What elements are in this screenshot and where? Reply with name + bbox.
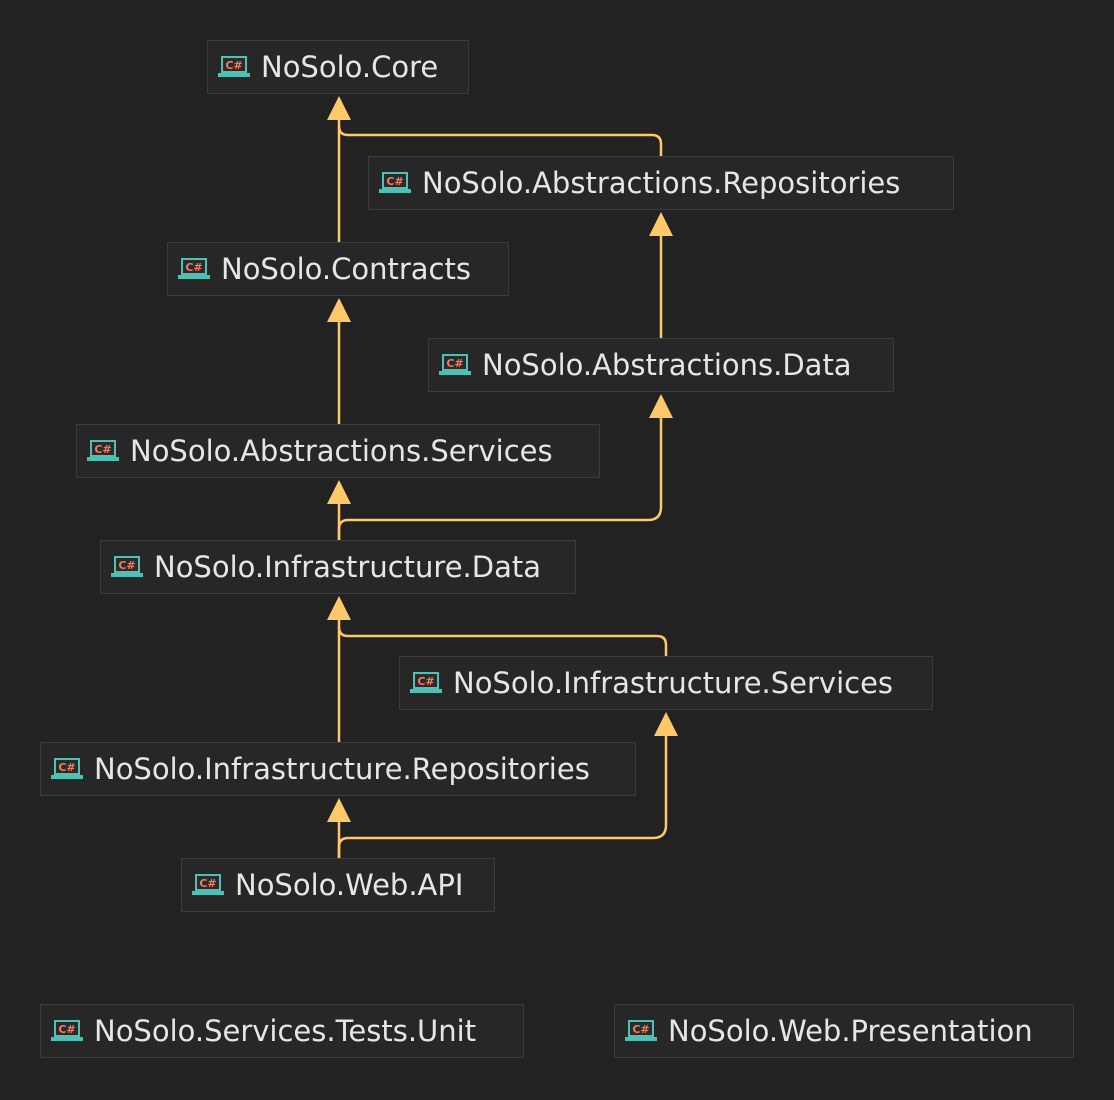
- csharp-project-icon: C#: [192, 874, 224, 895]
- edge-arrowhead: [327, 96, 351, 120]
- node-label: NoSolo.Contracts: [221, 251, 471, 286]
- edge-abstractions-repositories-to-core: [337, 125, 663, 156]
- svg-text:C#: C#: [386, 175, 403, 188]
- node-web-api[interactable]: C# NoSolo.Web.API: [181, 858, 495, 912]
- node-label: NoSolo.Abstractions.Services: [130, 433, 553, 468]
- edge-infrastructure-services-to-infrastructure-data: [337, 626, 668, 656]
- node-label: NoSolo.Infrastructure.Repositories: [94, 751, 590, 786]
- node-infrastructure-data[interactable]: C# NoSolo.Infrastructure.Data: [100, 540, 576, 594]
- edge-web-api-to-infrastructure-services: [337, 736, 668, 858]
- csharp-project-icon: C#: [51, 1020, 83, 1041]
- node-label: NoSolo.Web.Presentation: [668, 1013, 1033, 1048]
- edge-arrowhead: [327, 798, 351, 822]
- edge-arrowhead: [327, 596, 351, 620]
- node-label: NoSolo.Web.API: [235, 867, 464, 902]
- svg-text:C#: C#: [199, 877, 216, 890]
- node-abstractions-data[interactable]: C# NoSolo.Abstractions.Data: [428, 338, 894, 392]
- node-label: NoSolo.Core: [261, 49, 439, 84]
- edge-arrowhead: [327, 480, 351, 504]
- csharp-project-icon: C#: [410, 672, 442, 693]
- csharp-project-icon: C#: [111, 556, 143, 577]
- node-abstractions-services[interactable]: C# NoSolo.Abstractions.Services: [76, 424, 600, 478]
- node-label: NoSolo.Abstractions.Repositories: [422, 165, 901, 200]
- csharp-project-icon: C#: [178, 258, 210, 279]
- edge-infrastructure-data-to-abstractions-data: [337, 418, 663, 540]
- node-infrastructure-services[interactable]: C# NoSolo.Infrastructure.Services: [399, 656, 933, 710]
- node-label: NoSolo.Infrastructure.Data: [154, 549, 541, 584]
- csharp-project-icon: C#: [439, 354, 471, 375]
- node-services-tests-unit[interactable]: C# NoSolo.Services.Tests.Unit: [40, 1004, 524, 1058]
- node-core[interactable]: C# NoSolo.Core: [207, 40, 469, 94]
- svg-text:C#: C#: [58, 1023, 75, 1036]
- csharp-project-icon: C#: [379, 172, 411, 193]
- node-infrastructure-repositories[interactable]: C# NoSolo.Infrastructure.Repositories: [40, 742, 636, 796]
- node-contracts[interactable]: C# NoSolo.Contracts: [167, 242, 509, 296]
- csharp-project-icon: C#: [218, 56, 250, 77]
- node-abstractions-repositories[interactable]: C# NoSolo.Abstractions.Repositories: [368, 156, 954, 210]
- node-web-presentation[interactable]: C# NoSolo.Web.Presentation: [614, 1004, 1074, 1058]
- svg-text:C#: C#: [94, 443, 111, 456]
- svg-text:C#: C#: [632, 1023, 649, 1036]
- svg-text:C#: C#: [58, 761, 75, 774]
- edge-arrowhead: [649, 394, 673, 418]
- svg-text:C#: C#: [185, 261, 202, 274]
- node-label: NoSolo.Infrastructure.Services: [453, 665, 894, 700]
- edge-arrowhead: [327, 298, 351, 322]
- svg-text:C#: C#: [417, 675, 434, 688]
- csharp-project-icon: C#: [51, 758, 83, 779]
- svg-text:C#: C#: [118, 559, 135, 572]
- csharp-project-icon: C#: [87, 440, 119, 461]
- csharp-project-icon: C#: [625, 1020, 657, 1041]
- edge-arrowhead: [649, 212, 673, 236]
- svg-text:C#: C#: [225, 59, 242, 72]
- edge-arrowhead: [654, 712, 678, 736]
- node-label: NoSolo.Services.Tests.Unit: [94, 1013, 477, 1048]
- svg-text:C#: C#: [446, 357, 463, 370]
- node-label: NoSolo.Abstractions.Data: [482, 347, 852, 382]
